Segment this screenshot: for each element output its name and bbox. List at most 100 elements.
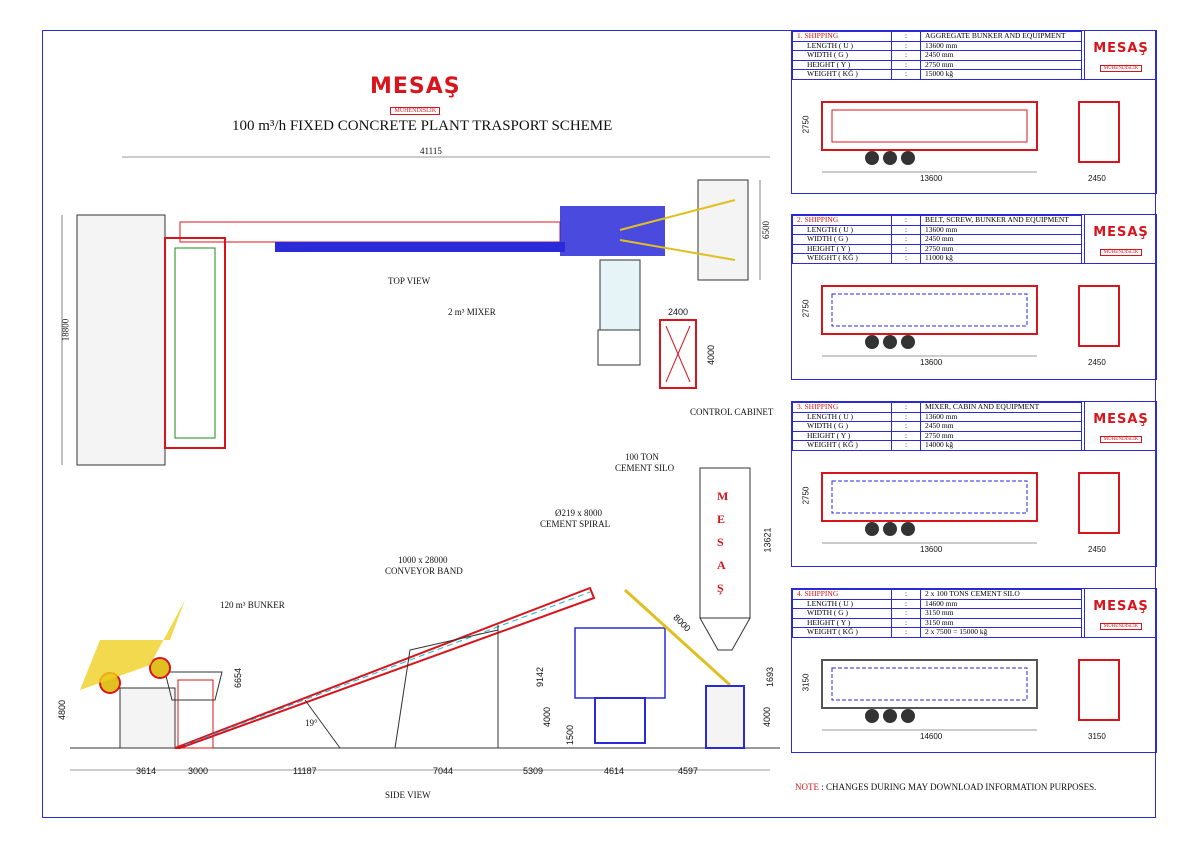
colon: : bbox=[891, 59, 921, 70]
trailer-svg bbox=[821, 101, 1120, 173]
spec-value: 11000 kğ bbox=[920, 253, 1082, 264]
side-view-drawing bbox=[70, 467, 780, 771]
conveyor-size: 1000 x 28000 bbox=[398, 555, 448, 565]
colon: : bbox=[891, 589, 921, 600]
colon: : bbox=[891, 253, 921, 264]
spec-value: 2450 mm bbox=[920, 421, 1082, 432]
spec-row: WIDTH ( G ):2450 mm bbox=[792, 50, 1082, 61]
trailer-drawing: 2750 13600 2450 bbox=[792, 450, 1156, 566]
spec-row: WIDTH ( G ):3150 mm bbox=[792, 608, 1082, 619]
note: NOTE : CHANGES DURING MAY DOWNLOAD INFOR… bbox=[795, 782, 1097, 792]
colon: : bbox=[891, 224, 921, 235]
spec-row: 4. SHIPPING:2 x 100 TONS CEMENT SILO bbox=[792, 589, 1082, 600]
spec-value: 13600 mm bbox=[920, 40, 1082, 51]
top-view-drawing bbox=[61, 156, 770, 466]
dim-length: 13600 bbox=[920, 358, 943, 367]
dim-silo-leg: 1693 bbox=[765, 666, 776, 688]
spec-label: 2. SHIPPING bbox=[792, 215, 892, 226]
spec-row: WEIGHT ( KĞ ):15000 kğ bbox=[792, 69, 1082, 80]
spec-row: 2. SHIPPING:BELT, SCREW, BUNKER AND EQUI… bbox=[792, 215, 1082, 226]
spec-value: AGGREGATE BUNKER AND EQUIPMENT bbox=[920, 31, 1082, 42]
spec-label: LENGTH ( U ) bbox=[792, 40, 892, 51]
spec-label: LENGTH ( U ) bbox=[792, 598, 892, 609]
mixer-label: 2 m³ MIXER bbox=[448, 307, 496, 317]
spec-value: 3150 mm bbox=[920, 608, 1082, 619]
dim-width: 2450 bbox=[1088, 545, 1106, 554]
side-view-label: SIDE VIEW bbox=[385, 790, 431, 800]
colon: : bbox=[891, 40, 921, 51]
colon: : bbox=[891, 50, 921, 61]
spec-row: WEIGHT ( KĞ ):2 x 7500 = 15000 kğ bbox=[792, 627, 1082, 638]
colon: : bbox=[891, 402, 921, 413]
spec-row: LENGTH ( U ):14600 mm bbox=[792, 598, 1082, 609]
control-cabinet-label: CONTROL CABINET bbox=[690, 407, 774, 417]
colon: : bbox=[891, 215, 921, 226]
page-title: 100 m³/h FIXED CONCRETE PLANT TRASPORT S… bbox=[232, 118, 613, 134]
dim-height: 2750 bbox=[801, 299, 811, 318]
spec-value: 2450 mm bbox=[920, 234, 1082, 245]
spec-label: WEIGHT ( KĞ ) bbox=[792, 440, 892, 451]
spec-value: 14000 kğ bbox=[920, 440, 1082, 451]
spec-value: 13600 mm bbox=[920, 411, 1082, 422]
dim-bunker-base: 4800 bbox=[57, 699, 68, 721]
plant-drawing bbox=[61, 156, 780, 771]
colon: : bbox=[891, 234, 921, 245]
spec-label: WIDTH ( G ) bbox=[792, 421, 892, 432]
spec-row: LENGTH ( U ):13600 mm bbox=[792, 40, 1082, 51]
spec-value: 14600 mm bbox=[920, 598, 1082, 609]
shipping-spec-table: 1. SHIPPING:AGGREGATE BUNKER AND EQUIPME… bbox=[792, 31, 1082, 80]
colon: : bbox=[891, 440, 921, 451]
spec-label: 1. SHIPPING bbox=[792, 31, 892, 42]
trailer-drawing: 3150 14600 3150 bbox=[792, 637, 1156, 752]
dim-height: 3150 bbox=[801, 673, 811, 692]
colon: : bbox=[891, 411, 921, 422]
dim-cabinet-length: 4000 bbox=[706, 344, 717, 366]
spec-value: BELT, SCREW, BUNKER AND EQUIPMENT bbox=[920, 215, 1082, 226]
dim-width: 2450 bbox=[1088, 174, 1106, 183]
silo-capacity: 100 TON bbox=[625, 452, 659, 462]
top-view-label: TOP VIEW bbox=[388, 276, 431, 286]
dim-width: 18800 bbox=[60, 318, 71, 342]
dim-mixer-base: 4000 bbox=[542, 706, 553, 728]
dim-width: 2450 bbox=[1088, 358, 1106, 367]
trailer-drawing: 2750 13600 2450 bbox=[792, 79, 1156, 193]
spec-value: 2 x 100 TONS CEMENT SILO bbox=[920, 589, 1082, 600]
shipping-panel: 1. SHIPPING:AGGREGATE BUNKER AND EQUIPME… bbox=[791, 30, 1157, 194]
spiral-size: Ø219 x 8000 bbox=[555, 508, 602, 518]
colon: : bbox=[891, 69, 921, 80]
dim-length: 13600 bbox=[920, 174, 943, 183]
spec-value: 2750 mm bbox=[920, 243, 1082, 254]
spec-label: 4. SHIPPING bbox=[792, 589, 892, 600]
trailer-svg bbox=[821, 472, 1120, 544]
dim-mixer-height: 9142 bbox=[535, 666, 546, 688]
spec-row: 1. SHIPPING:AGGREGATE BUNKER AND EQUIPME… bbox=[792, 31, 1082, 42]
bunker-label: 120 m³ BUNKER bbox=[220, 600, 285, 610]
shipping-spec-table: 2. SHIPPING:BELT, SCREW, BUNKER AND EQUI… bbox=[792, 215, 1082, 264]
spec-value: 2450 mm bbox=[920, 50, 1082, 61]
spec-row: LENGTH ( U ):13600 mm bbox=[792, 224, 1082, 235]
spec-row: LENGTH ( U ):13600 mm bbox=[792, 411, 1082, 422]
dim-height: 2750 bbox=[801, 115, 811, 134]
trailer-svg bbox=[821, 659, 1120, 731]
colon: : bbox=[891, 430, 921, 441]
dim-truck: 1500 bbox=[565, 724, 576, 746]
dim-silo-area: 6500 bbox=[761, 221, 771, 239]
dim-length: 14600 bbox=[920, 732, 943, 741]
colon: : bbox=[891, 243, 921, 254]
colon: : bbox=[891, 598, 921, 609]
trailer-drawing: 2750 13600 2450 bbox=[792, 263, 1156, 379]
spec-value: 13600 mm bbox=[920, 224, 1082, 235]
colon: : bbox=[891, 421, 921, 432]
dim-height: 2750 bbox=[801, 486, 811, 505]
spec-label: LENGTH ( U ) bbox=[792, 224, 892, 235]
colon: : bbox=[891, 617, 921, 628]
spec-row: WIDTH ( G ):2450 mm bbox=[792, 421, 1082, 432]
